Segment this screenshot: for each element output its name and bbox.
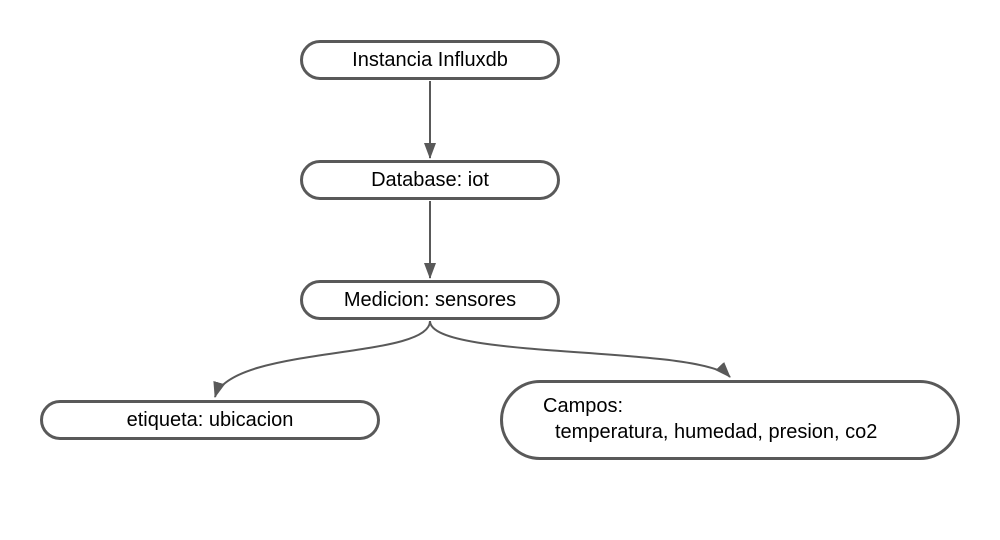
node-campos: Campos: temperatura, humedad, presion, c… — [500, 380, 960, 460]
node-instancia-label: Instancia Influxdb — [352, 49, 508, 71]
node-database: Database: iot — [300, 160, 560, 200]
node-medicion: Medicion: sensores — [300, 280, 560, 320]
edge-medicion-to-etiqueta — [213, 320, 431, 398]
node-campos-fields: temperatura, humedad, presion, co2 — [555, 421, 878, 443]
node-etiqueta-label: etiqueta: ubicacion — [126, 409, 294, 431]
node-etiqueta: etiqueta: ubicacion — [40, 400, 380, 440]
node-campos-title: Campos: — [543, 395, 624, 417]
node-medicion-label: Medicion: sensores — [343, 289, 517, 311]
node-instancia-influxdb: Instancia Influxdb — [300, 40, 560, 80]
node-database-label: Database: iot — [371, 169, 489, 191]
edge-medicion-to-campos — [429, 320, 731, 378]
